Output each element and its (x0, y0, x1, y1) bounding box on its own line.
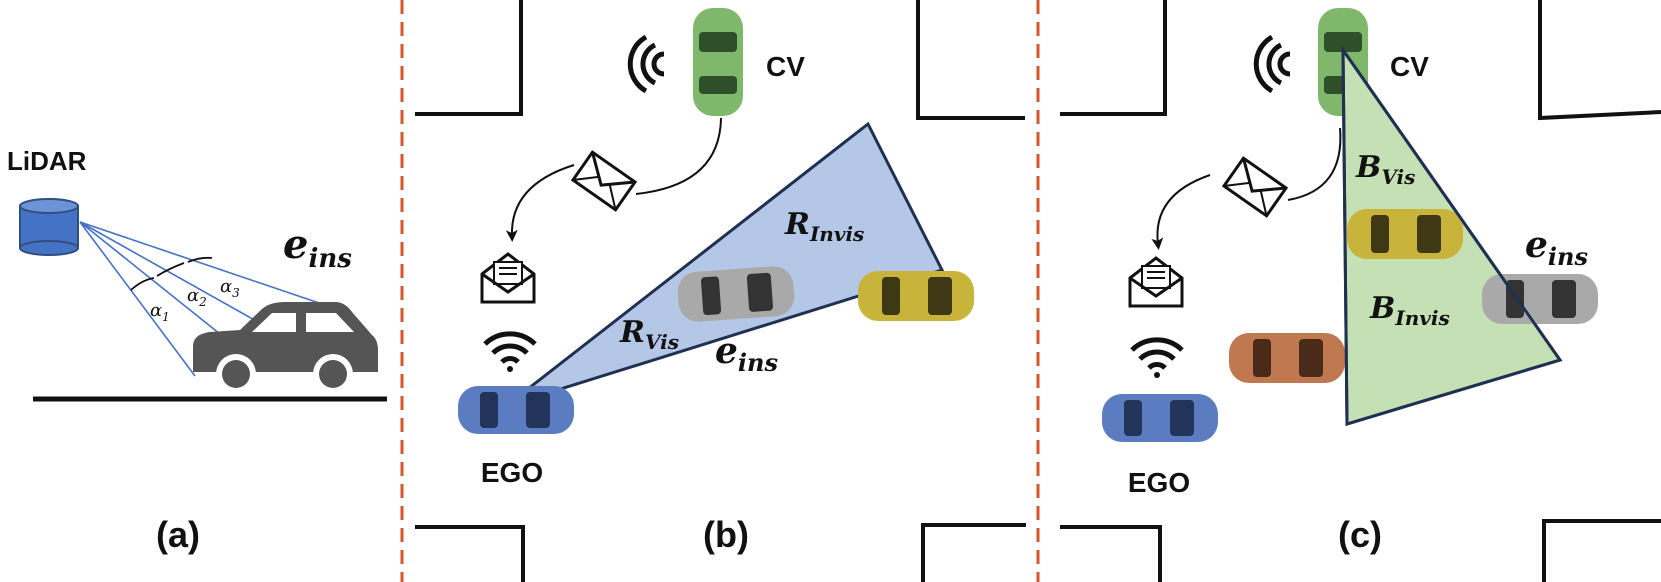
e-ins-label-b: eins (715, 330, 778, 377)
gray-car-b (677, 266, 795, 322)
orange-car-c (1229, 333, 1345, 383)
ego-label-b: EGO (481, 457, 543, 488)
ego-label-c: EGO (1128, 467, 1190, 498)
region-b-triangle-edge (1341, 45, 1563, 427)
yellow-car-c (1347, 209, 1463, 259)
angle-label-3: α3 (220, 276, 240, 300)
message-curve-c (1287, 127, 1342, 201)
caption-a: (a) (156, 514, 200, 555)
open-mail-icon-c (1128, 256, 1184, 308)
b-invis-label: BInvis (1369, 291, 1450, 330)
lidar-label: LiDAR (7, 146, 87, 176)
road-edges-b (415, 0, 1026, 582)
lidar-sensor-icon (19, 198, 79, 256)
cv-car-b (693, 8, 743, 116)
message-arrow-b (505, 164, 575, 242)
e-ins-label-c: eins (1525, 224, 1588, 271)
e-ins-label-a: eins (283, 221, 352, 274)
r-vis-label: RVis (619, 315, 679, 354)
road-edges-c (1060, 0, 1661, 582)
caption-c: (c) (1338, 514, 1382, 555)
panel-b: RInvis RVis eins CV (415, 0, 1026, 582)
region-r-triangle (505, 121, 945, 408)
car-side-icon (193, 302, 378, 394)
angle-label-1: α1 (150, 300, 170, 324)
gray-car-c (1482, 274, 1598, 324)
cv-label-b: CV (766, 51, 805, 82)
angle-arcs (130, 256, 213, 291)
message-curve-b (635, 117, 722, 195)
ego-car-b (458, 386, 574, 434)
wifi-signal-icon-ego-c (1130, 337, 1184, 378)
message-arrow-c (1151, 174, 1211, 250)
ego-car-c (1102, 394, 1218, 442)
cv-label-c: CV (1390, 51, 1429, 82)
panel-c: CV EGO (1060, 0, 1661, 582)
r-invis-label: RInvis (784, 207, 864, 246)
envelope-icon-c (1221, 156, 1289, 218)
wifi-signal-icon-cv-b (627, 34, 665, 94)
panel-a: LiDAR α1 α2 α3 eins (7, 146, 387, 555)
yellow-car-b (858, 271, 974, 321)
angle-label-2: α2 (187, 285, 207, 309)
envelope-icon-b (570, 150, 638, 212)
wifi-signal-icon-cv-c (1253, 34, 1291, 94)
lidar-rays (79, 221, 323, 377)
b-vis-label: BVis (1355, 150, 1415, 189)
caption-b: (b) (703, 514, 749, 555)
wifi-signal-icon-ego-b (483, 331, 537, 372)
open-mail-icon-b (480, 252, 536, 304)
